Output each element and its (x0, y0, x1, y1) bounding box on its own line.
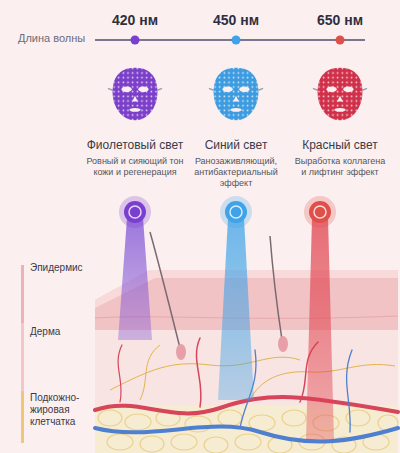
wavelength-value: 420 нм (95, 12, 175, 29)
axis-title: Длина волны (18, 32, 98, 45)
layer-name: Эпидермис (30, 262, 92, 274)
layer-name: Подкожно-жировая клетчатка (30, 392, 92, 428)
led-masks (108, 68, 367, 120)
layer-scale-bar (21, 265, 24, 443)
light-beams (118, 218, 334, 440)
effect-description: Ранозаживляющий, антибактериальный эффек… (187, 156, 285, 188)
light-sources (119, 196, 336, 228)
wavelength-scale (95, 36, 365, 45)
wavelength-value: 450 нм (196, 12, 276, 29)
light-title: Синий свет (186, 138, 286, 152)
wavelength-value: 650 нм (300, 12, 380, 29)
light-title: Красный свет (290, 138, 390, 152)
effect-description: Выработка коллагена и лифтинг эффект (291, 156, 389, 178)
layer-name: Дерма (30, 326, 92, 338)
light-title: Фиолетовый свет (85, 138, 185, 152)
hair-follicles (150, 232, 288, 360)
effect-description: Ровный и сияющий тон кожи и регенерация (86, 156, 184, 178)
